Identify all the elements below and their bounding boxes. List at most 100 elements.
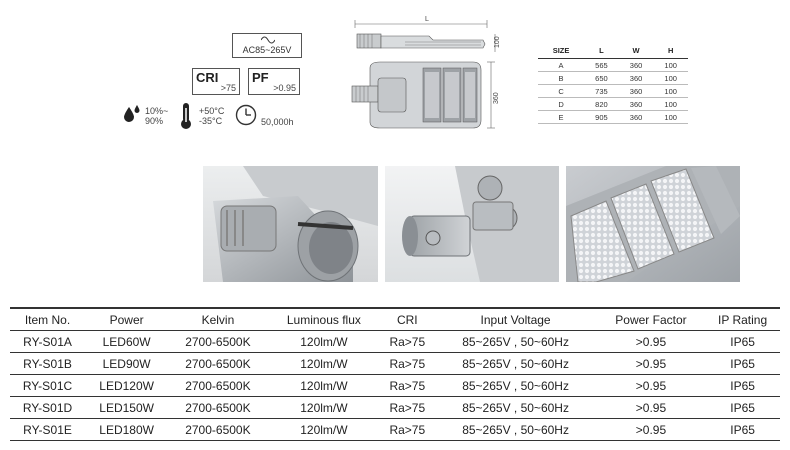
dimension-cell: 565 (584, 58, 619, 72)
pf-badge: PF >0.95 (248, 68, 300, 95)
temperature-text: +50°C -35°C (199, 106, 224, 126)
dimension-header: H (653, 45, 688, 59)
table-cell: RY-S01B (10, 352, 86, 375)
pf-label: PF (252, 70, 269, 85)
table-cell: Ra>75 (380, 396, 435, 419)
column-header-luminous-flux: Luminous flux (267, 307, 381, 331)
clock-icon (235, 104, 257, 126)
table-cell: RY-S01A (10, 330, 86, 353)
cri-label: CRI (196, 70, 219, 85)
table-cell: LED90W (85, 352, 169, 375)
table-cell: LED60W (85, 330, 169, 353)
table-cell: RY-S01C (10, 374, 86, 397)
water-drops-icon (124, 105, 140, 122)
sine-wave-icon (261, 36, 275, 44)
table-cell: >0.95 (596, 330, 706, 353)
width-label: 360 (493, 92, 500, 104)
dimension-table: SIZE L W H A 565 360 100 B 650 360 100 C… (538, 45, 688, 124)
temp-low: -35°C (199, 116, 223, 126)
table-cell: 85~265V , 50~60Hz (434, 418, 597, 441)
humidity-line2: 90% (145, 116, 164, 126)
table-row: RY-S01E LED180W 2700-6500K 120lm/W Ra>75… (10, 418, 780, 441)
dimension-header: W (618, 45, 654, 59)
table-cell: IP65 (705, 418, 780, 441)
dimension-cell: E (538, 110, 585, 124)
cri-value: >75 (220, 83, 236, 93)
dimension-cell: 100 (653, 110, 688, 124)
dimension-cell: 100 (653, 71, 688, 85)
table-row: RY-S01D LED150W 2700-6500K 120lm/W Ra>75… (10, 396, 780, 419)
table-cell: 85~265V , 50~60Hz (434, 374, 597, 397)
technical-drawing: L 100 360 (351, 16, 501, 129)
table-cell: 2700-6500K (168, 352, 268, 375)
column-header-power-factor: Power Factor (596, 307, 706, 331)
column-header-power: Power (85, 307, 169, 331)
spec-header-row: Item No. Power Kelvin Luminous flux CRI … (10, 307, 780, 331)
dimension-row: B 650 360 100 (538, 71, 688, 85)
table-cell: 2700-6500K (168, 374, 268, 397)
dimension-cell: 360 (618, 84, 654, 98)
dimension-cell: 100 (653, 58, 688, 72)
dimension-cell: 360 (618, 97, 654, 111)
table-cell: LED150W (85, 396, 169, 419)
column-header-item-no: Item No. (10, 307, 86, 331)
table-cell: RY-S01E (10, 418, 86, 441)
table-cell: 120lm/W (267, 418, 381, 441)
dimension-cell: 820 (584, 97, 619, 111)
table-cell: IP65 (705, 374, 780, 397)
column-header-input-voltage: Input Voltage (434, 307, 597, 331)
photo-adjustable-bracket (203, 166, 378, 282)
dimension-cell: 100 (653, 97, 688, 111)
voltage-badge: AC85~265V (232, 33, 302, 58)
column-header-ip-rating: IP Rating (705, 307, 780, 331)
humidity-text: 10%~ 90% (145, 106, 168, 126)
table-cell: 120lm/W (267, 352, 381, 375)
voltage-text: AC85~265V (242, 45, 292, 55)
table-cell: IP65 (705, 396, 780, 419)
table-cell: Ra>75 (380, 418, 435, 441)
dimension-cell: 360 (618, 110, 654, 124)
table-cell: 120lm/W (267, 374, 381, 397)
table-cell: 85~265V , 50~60Hz (434, 352, 597, 375)
dimension-row: A 565 360 100 (538, 58, 688, 72)
dimension-row: C 735 360 100 (538, 84, 688, 98)
dimension-header-row: SIZE L W H (538, 45, 688, 59)
table-cell: Ra>75 (380, 374, 435, 397)
dimension-cell: 100 (653, 84, 688, 98)
table-cell: 85~265V , 50~60Hz (434, 330, 597, 353)
table-cell: IP65 (705, 352, 780, 375)
column-header-kelvin: Kelvin (168, 307, 268, 331)
dimension-cell: 650 (584, 71, 619, 85)
dimension-cell: 360 (618, 71, 654, 85)
photo-mounting-arm (385, 166, 559, 282)
dimension-row: E 905 360 100 (538, 110, 688, 124)
table-cell: IP65 (705, 330, 780, 353)
table-cell: >0.95 (596, 352, 706, 375)
table-cell: 85~265V , 50~60Hz (434, 396, 597, 419)
length-label: L (425, 16, 429, 23)
table-cell: LED120W (85, 374, 169, 397)
table-cell: 2700-6500K (168, 418, 268, 441)
dimension-header: SIZE (538, 45, 585, 59)
thermometer-icon (181, 103, 191, 129)
table-cell: Ra>75 (380, 330, 435, 353)
dimension-cell: 905 (584, 110, 619, 124)
temp-high: +50°C (199, 106, 225, 116)
lifetime-text: 50,000h (261, 117, 294, 127)
dimension-cell: 735 (584, 84, 619, 98)
table-cell: 2700-6500K (168, 396, 268, 419)
cri-badge: CRI >75 (192, 68, 240, 95)
table-cell: RY-S01D (10, 396, 86, 419)
height-label: 100 (494, 36, 501, 48)
dimension-cell: D (538, 97, 585, 111)
table-row: RY-S01B LED90W 2700-6500K 120lm/W Ra>75 … (10, 352, 780, 375)
spec-table: Item No. Power Kelvin Luminous flux CRI … (10, 307, 780, 441)
table-cell: >0.95 (596, 396, 706, 419)
dimension-cell: A (538, 58, 585, 72)
table-row: RY-S01C LED120W 2700-6500K 120lm/W Ra>75… (10, 374, 780, 397)
table-cell: 2700-6500K (168, 330, 268, 353)
photo-led-modules (566, 166, 740, 282)
top-view (351, 61, 482, 129)
table-cell: 120lm/W (267, 330, 381, 353)
humidity-line1: 10%~ (145, 106, 169, 116)
